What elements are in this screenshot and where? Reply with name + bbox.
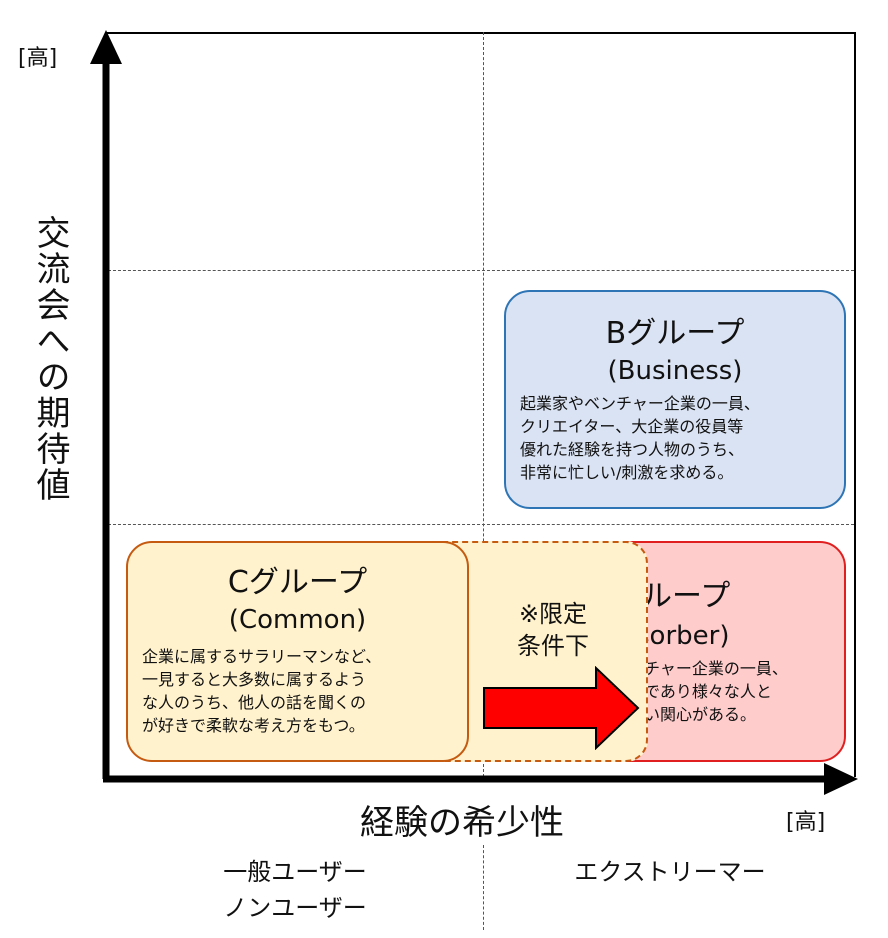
group-a-subtitle: sorber) xyxy=(636,621,730,651)
group-a-description: チャー企業の一員、 であり様々な人と い関心がある。 xyxy=(644,659,788,724)
gridline-center xyxy=(483,32,484,777)
y-axis-arrowhead-icon xyxy=(90,30,122,64)
group-b-box: Bグループ (Business) 起業家やベンチャー企業の一員、 クリエイター、… xyxy=(504,290,846,509)
group-c-box: Cグループ (Common) 企業に属するサラリーマンなど、 一見すると大多数に… xyxy=(126,541,469,762)
segment-divider xyxy=(483,845,484,930)
gridline-lower xyxy=(108,524,854,525)
group-c-title: Cグループ xyxy=(227,565,368,600)
group-c-subtitle: (Common) xyxy=(228,605,367,635)
group-b-description: 起業家やベンチャー企業の一員、 クリエイター、大企業の役員等 優れた経験を持つ人… xyxy=(520,394,760,482)
x-axis-title: 経験の希少性 xyxy=(360,803,564,843)
y-axis-high-label: [高] xyxy=(18,46,58,71)
group-b-subtitle: (Business) xyxy=(607,356,743,386)
group-b-title: Bグループ xyxy=(605,316,745,351)
gridline-upper xyxy=(108,270,854,271)
transition-label: ※限定 条件下 xyxy=(517,600,589,660)
y-axis-title: 交流会への期待値 xyxy=(30,215,70,503)
x-axis-high-label: [高] xyxy=(786,810,826,835)
group-c-description: 企業に属するサラリーマンなど、 一見すると大多数に属するよう な人のうち、他人の… xyxy=(142,647,382,735)
segment-label-extremer: エクストリーマー xyxy=(574,858,766,886)
transition-arrow-icon xyxy=(483,666,640,750)
x-axis-arrowhead-icon xyxy=(824,763,858,795)
segment-label-general: 一般ユーザー ノンユーザー xyxy=(223,858,367,922)
plot-frame xyxy=(106,32,856,777)
group-a-title: ループ xyxy=(642,579,731,614)
